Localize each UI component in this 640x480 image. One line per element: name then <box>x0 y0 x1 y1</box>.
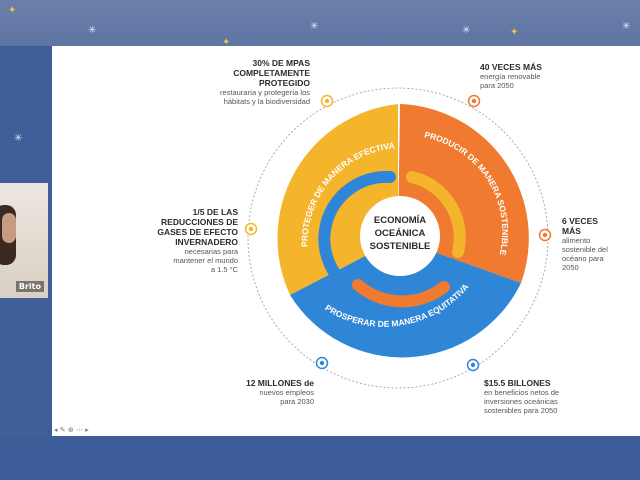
snowflake-icon: ✳ <box>622 21 631 32</box>
callout-mpas-title-3: PROTEGIDO <box>258 78 310 88</box>
callout-benefits: $15.5 BILLONES en beneficios netos de in… <box>484 378 604 415</box>
participant-video-tile[interactable]: Brito <box>0 183 48 298</box>
callout-energy-body-2: para 2050 <box>480 81 514 90</box>
meeting-background-bottom <box>0 436 640 480</box>
zoom-icon[interactable]: ⊕ <box>67 426 74 434</box>
center-title-line3: SOSTENIBLE <box>370 241 431 252</box>
callout-benefits-body-2: inversiones oceánicas <box>484 397 558 406</box>
inner-arc-yellow <box>406 171 466 258</box>
snowflake-icon: ✦ <box>510 27 519 38</box>
dot-energy <box>467 94 481 108</box>
center-title-line2: OCEÁNICA <box>375 228 426 239</box>
snowflake-icon: ✳ <box>14 133 23 144</box>
callout-energy-title: 40 VECES MÁS <box>480 62 542 72</box>
callout-energy: 40 VECES MÁS energía renovable para 2050 <box>480 62 590 90</box>
callout-benefits-body-3: sostenibles para 2050 <box>484 406 558 415</box>
callout-emissions-title-4: INVERNADERO <box>175 237 238 247</box>
inner-arc-blue <box>318 170 396 301</box>
callout-benefits-title: $15.5 BILLONES <box>484 378 551 388</box>
callout-emissions-title-3: GASES DE EFECTO <box>157 227 238 237</box>
snowflake-icon: ✳ <box>88 25 97 36</box>
callout-mpas: 30% DE MPAS COMPLETAMENTE PROTEGIDO rest… <box>190 58 310 106</box>
snowflake-icon: ✳ <box>310 21 319 32</box>
dot-emissions <box>244 222 258 236</box>
callout-jobs-body-1: nuevos empleos <box>259 388 314 397</box>
callout-jobs: 12 MILLONES de nuevos empleos para 2030 <box>218 378 314 406</box>
callout-food-title-2: MÁS <box>562 226 581 236</box>
dot-benefits <box>466 358 480 372</box>
callout-jobs-body-2: para 2030 <box>280 397 314 406</box>
callout-energy-body-1: energía renovable <box>480 72 541 81</box>
callout-food-body-4: 2050 <box>562 263 579 272</box>
callout-jobs-title: 12 MILLONES de <box>245 378 314 388</box>
callout-food: 6 VECES MÁS alimento sostenible del océa… <box>562 216 632 272</box>
slide-toolbar[interactable]: ◂ ✎ ⊕ ⋯ ▸ <box>54 426 89 434</box>
snowflake-icon: ✳ <box>462 25 471 36</box>
callout-emissions-title-2: REDUCCIONES DE <box>161 217 238 227</box>
callout-emissions-title-1: 1/5 DE LAS <box>192 207 238 217</box>
arrow-left-icon[interactable]: ◂ <box>54 426 58 434</box>
callout-mpas-body-2: hábitats y la biodiversidad <box>223 97 310 106</box>
dot-jobs <box>315 356 329 370</box>
callout-food-body-1: alimento <box>562 236 591 245</box>
dot-mpas <box>320 94 334 108</box>
snowflake-icon: ✦ <box>222 37 231 48</box>
participant-face <box>2 213 16 243</box>
dot-food <box>538 228 552 242</box>
participant-name-label: Brito <box>15 281 44 292</box>
more-icon[interactable]: ⋯ <box>75 426 83 434</box>
callout-food-body-2: sostenible del <box>562 245 608 254</box>
pen-icon[interactable]: ✎ <box>59 426 66 434</box>
meeting-background-top <box>0 0 640 46</box>
callout-mpas-body-1: restauraría y protegería los <box>219 88 310 97</box>
arrow-right-icon[interactable]: ▸ <box>85 426 89 434</box>
callout-benefits-body-1: en beneficios netos de <box>484 388 560 397</box>
center-circle <box>360 196 440 276</box>
callout-mpas-title-2: COMPLETAMENTE <box>233 68 310 78</box>
callout-emissions-body-3: a 1.5 °C <box>210 265 238 274</box>
center-title-line1: ECONOMÍA <box>374 215 426 226</box>
callout-emissions-body-1: necesarias para <box>184 247 238 256</box>
ocean-economy-diagram: ECONOMÍA OCEÁNICA SOSTENIBLE PROTEGER DE… <box>244 87 552 389</box>
callout-mpas-title-1: 30% DE MPAS <box>252 58 310 68</box>
callout-emissions: 1/5 DE LAS REDUCCIONES DE GASES DE EFECT… <box>140 207 238 274</box>
callout-food-body-3: océano para <box>562 254 604 263</box>
callout-food-title-1: 6 VECES <box>562 216 598 226</box>
snowflake-icon: ✦ <box>8 5 17 16</box>
inner-arc-orange <box>352 279 450 308</box>
callout-emissions-body-2: mantener el mundo <box>173 256 238 265</box>
